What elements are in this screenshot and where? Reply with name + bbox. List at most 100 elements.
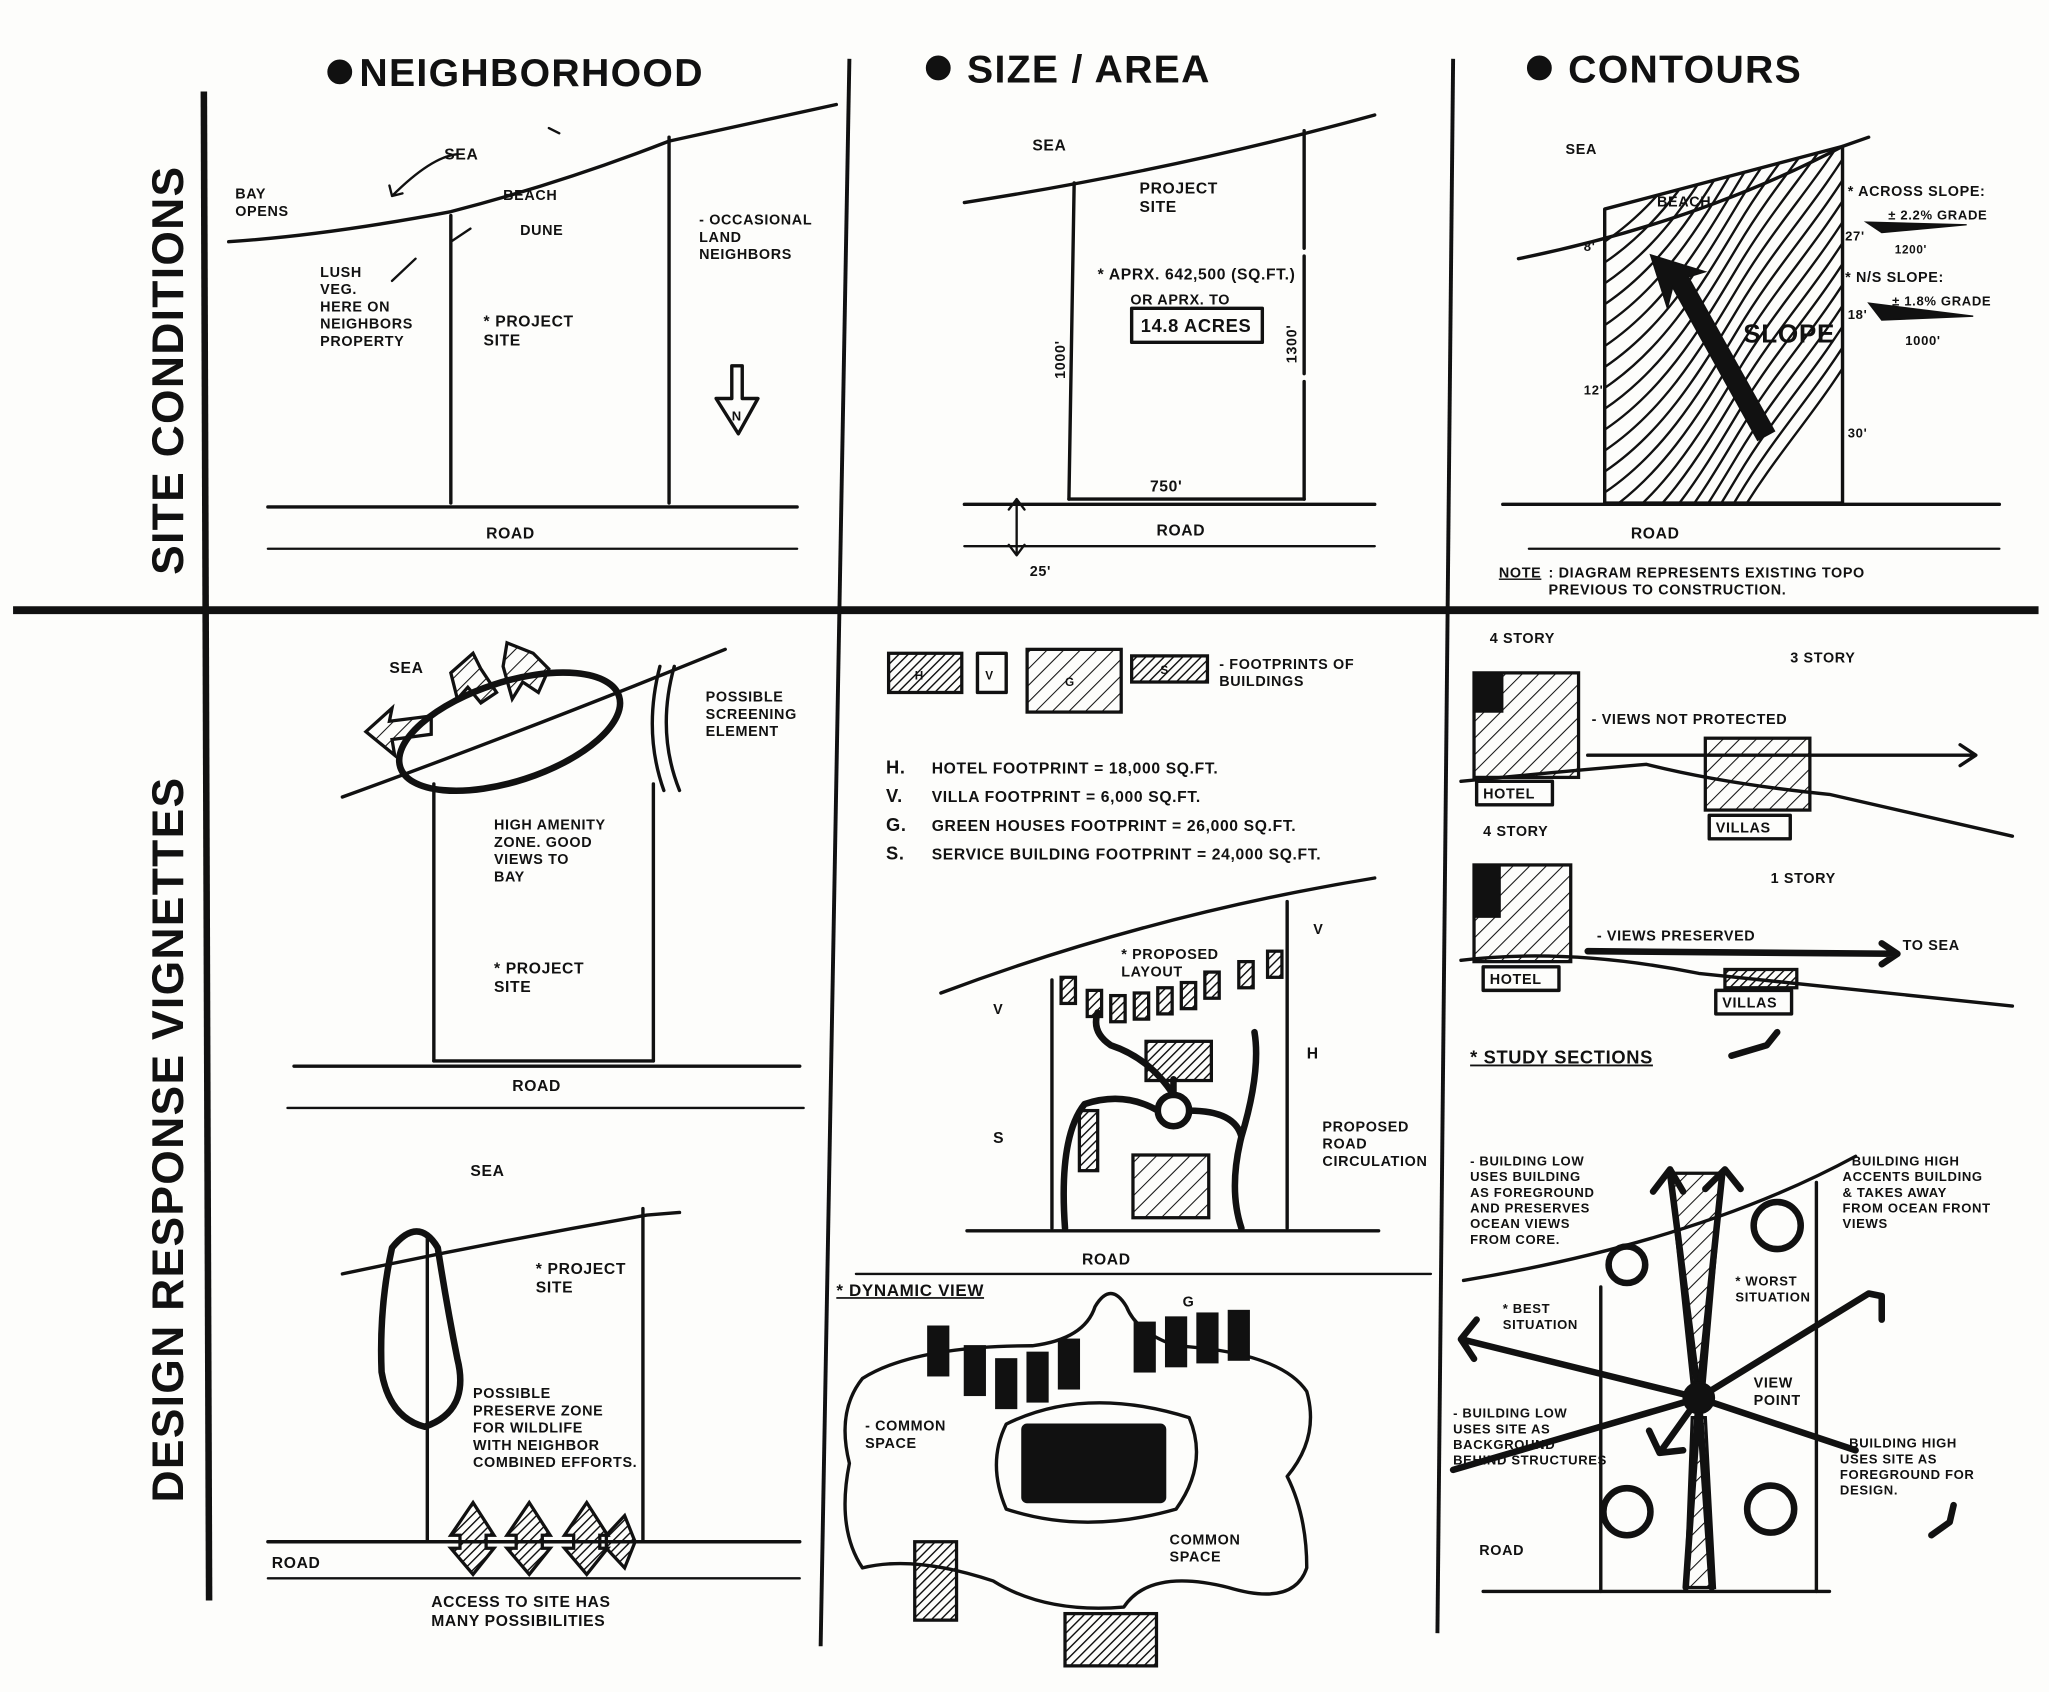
- label-line: NEIGHBORS: [320, 317, 413, 333]
- resp-neighborhood-a-sea-label: SEA: [389, 660, 423, 677]
- contour-line: [1604, 158, 1843, 501]
- resp-size-dynamic-view-label: * DYNAMIC VIEW: [836, 1281, 984, 1300]
- building-circle: [1600, 1484, 1654, 1539]
- label-line: PRESERVE ZONE: [473, 1403, 603, 1419]
- footprint-greenhouses: [1025, 647, 1123, 714]
- response-size-sketch: [843, 647, 1381, 1668]
- label-line: ACCENTS BUILDING: [1843, 1169, 1983, 1184]
- label-line: - BUILDING HIGH: [1840, 1436, 1957, 1451]
- label-line: G.: [886, 814, 907, 835]
- label-line: FROM OCEAN FRONT: [1843, 1200, 1991, 1215]
- view-ray: [1449, 1394, 1703, 1474]
- label-line: OCEAN VIEWS: [1470, 1216, 1570, 1231]
- label-line: * PROJECT: [484, 314, 574, 331]
- label-line: OPENS: [235, 204, 289, 220]
- view-ray: [1457, 1316, 1703, 1402]
- label-line: SITE: [494, 979, 531, 996]
- label-line: LUSH: [320, 265, 362, 281]
- shoreline: [1516, 135, 1871, 261]
- label-line: ROAD: [1322, 1137, 1367, 1153]
- label-line: VIEWS TO: [494, 852, 569, 868]
- label-line: SEA: [444, 146, 478, 163]
- label-line: ACCESS TO SITE HAS: [431, 1594, 610, 1611]
- site-contours-across-slope-label: * ACROSS SLOPE:: [1848, 184, 1986, 200]
- label-line: SERVICE BUILDING FOOTPRINT = 24,000 SQ.F…: [932, 847, 1322, 864]
- villa-block: [927, 1325, 950, 1377]
- screening-element: [650, 664, 682, 793]
- label-line: 4 STORY: [1490, 631, 1555, 647]
- building-circle: [1750, 1198, 1804, 1253]
- label-line: V: [993, 1002, 1003, 1018]
- label-line: OR APRX. TO: [1130, 292, 1230, 308]
- villa-block: [1237, 959, 1255, 990]
- label-line: ROAD: [1156, 523, 1205, 540]
- site-size-dim-road-label: 25': [1030, 564, 1051, 580]
- resp-contours-to-sea-label: TO SEA: [1903, 938, 1960, 954]
- label-line: N: [732, 409, 742, 424]
- hotel-section-shade: [1473, 864, 1501, 918]
- legend-key: V.: [886, 785, 903, 806]
- label-line: * PROJECT: [494, 960, 584, 977]
- label-line: NEIGHBORS: [699, 247, 792, 263]
- access-arrow-icon: [560, 1499, 612, 1577]
- resp-neighborhood-a-road-label: ROAD: [512, 1078, 561, 1095]
- contour-line: [1604, 325, 1843, 504]
- label-line: * BEST: [1503, 1301, 1550, 1316]
- label-line: H: [915, 669, 924, 682]
- arrow-icon: [1728, 1028, 1781, 1059]
- villa-block: [1059, 975, 1078, 1006]
- label-line: 3 STORY: [1790, 650, 1855, 666]
- contour-line: [1604, 146, 1843, 459]
- acreage-box: [1129, 306, 1265, 345]
- north-arrow-icon: [714, 364, 760, 436]
- label-line: HOTEL: [1490, 972, 1542, 988]
- bullet-icon: [1526, 55, 1552, 81]
- resp-neighborhood-a-project-site-label: * PROJECT SITE: [494, 960, 584, 996]
- contour-line: [1604, 146, 1843, 271]
- label-line: VIEW: [1754, 1376, 1793, 1392]
- label-line: 27': [1845, 228, 1865, 243]
- label-line: HOTEL: [1483, 786, 1535, 802]
- label-line: * N/S SLOPE:: [1845, 270, 1944, 286]
- label-line: NOTE: [1499, 566, 1542, 582]
- site-size-sketch: [962, 113, 1377, 557]
- label-line: SPACE: [865, 1436, 917, 1452]
- resp-size-fp-g-label: G: [1065, 676, 1075, 689]
- contour-line: [1604, 179, 1843, 504]
- hotel-section-shade: [1473, 672, 1504, 713]
- label-line: 1200': [1895, 243, 1927, 256]
- site-size-dim-left-label: 1000': [1053, 340, 1069, 379]
- label-line: - BUILDING HIGH: [1843, 1153, 1960, 1168]
- label-line: 1300': [1284, 325, 1300, 364]
- resp-contours-story4-a-label: 4 STORY: [1490, 631, 1555, 647]
- label-line: 1000': [1905, 333, 1940, 348]
- contour-line: [1604, 146, 1843, 438]
- row-label-divider: [200, 91, 213, 1601]
- site-neighborhood-dune-label: DUNE: [520, 223, 563, 239]
- label-line: POINT: [1754, 1393, 1801, 1409]
- label-line: SIZE / AREA: [967, 48, 1211, 91]
- label-line: - COMMON: [865, 1419, 946, 1435]
- column-header-size-area: SIZE / AREA: [967, 48, 1211, 91]
- view-point-marker: [1682, 1381, 1716, 1415]
- label-line: * WORST: [1735, 1274, 1797, 1289]
- view-arrow-icon: [449, 650, 499, 706]
- villa-block: [1057, 1338, 1081, 1390]
- label-line: V.: [886, 785, 903, 806]
- label-line: HOTEL FOOTPRINT = 18,000 SQ.FT.: [932, 760, 1219, 777]
- contour-line: [1604, 146, 1843, 417]
- central-ring: [994, 1401, 1199, 1524]
- label-line: 14.8 ACRES: [1141, 315, 1252, 336]
- resp-contours-story3-label: 3 STORY: [1790, 650, 1855, 666]
- bullet-icon: [925, 55, 951, 81]
- greenhouse-block: [1131, 1153, 1211, 1220]
- slope-arrow-icon: [1649, 253, 1776, 442]
- villa-row: [1059, 949, 1284, 1024]
- view-ray: [1695, 1394, 1859, 1454]
- access-arrows: [447, 1499, 637, 1577]
